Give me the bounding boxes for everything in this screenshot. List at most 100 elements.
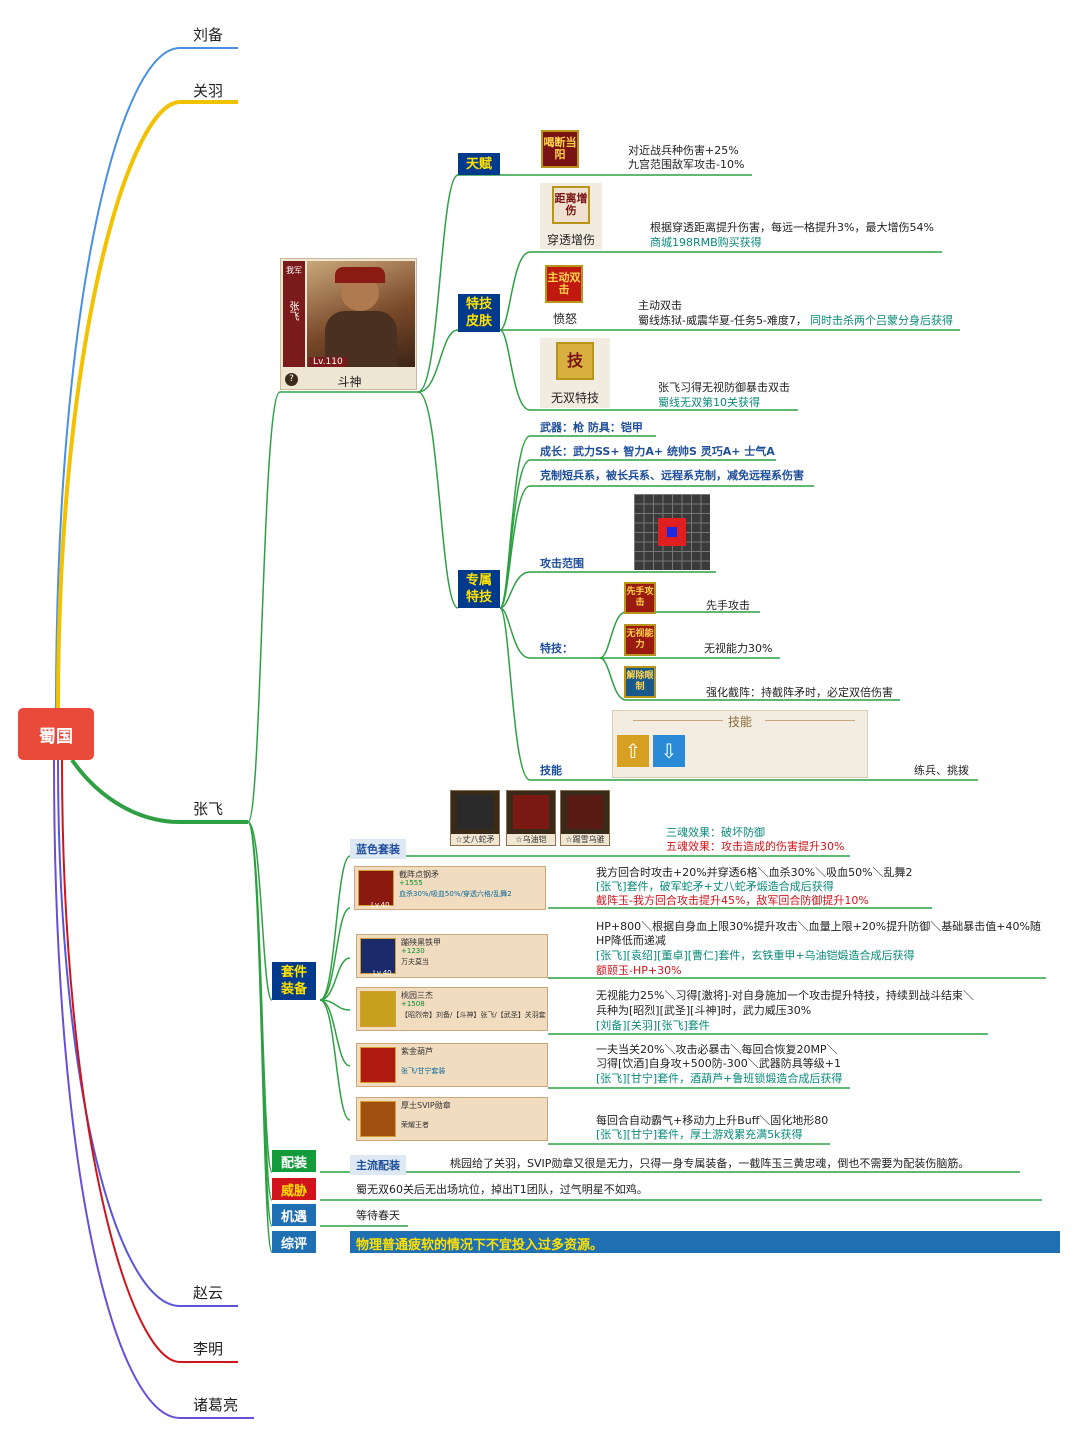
root-node[interactable]: 蜀国 xyxy=(18,708,94,760)
card2-line3: 额颐玉-HP+30% xyxy=(596,964,682,977)
equip-card-1-name: 截阵点钢矛 xyxy=(399,870,439,879)
side-label: 我军 xyxy=(286,266,302,275)
link-zhugeliang xyxy=(53,759,254,1419)
hero-headband xyxy=(335,267,385,283)
link-zhaoyun xyxy=(57,759,238,1307)
skin3-line2: 蜀线无双第10关获得 xyxy=(658,396,760,409)
threat-text: 蜀无双60关后无出场坑位，掉出T1团队，过气明星不如鸡。 xyxy=(356,1183,648,1196)
link-liming xyxy=(61,759,238,1363)
vertical-name: 张飞 xyxy=(287,301,298,321)
skin-card-2: 主动双击 愤怒 xyxy=(540,262,590,328)
card4-line2: [张飞][甘宁]套件，酒葫芦+鲁班锁煅造合成后获得 xyxy=(596,1072,843,1085)
help-icon[interactable]: ? xyxy=(285,373,298,386)
tag-config[interactable]: 配装 xyxy=(272,1150,316,1172)
exclusive-growth: 成长：武力SS+ 智力A+ 统帅S 灵巧A+ 士气A xyxy=(540,445,775,458)
equip-card-4-image xyxy=(360,1047,396,1083)
skin-unrivaled-icon: 技 xyxy=(556,342,594,380)
card3-line1b: 兵种为[昭烈][武圣][斗神]时，武力威压30% xyxy=(596,1004,812,1017)
talent-line2: 九宫范围敌军攻击-10% xyxy=(628,158,745,171)
equip-card-2-value: +1230 xyxy=(401,947,425,955)
equip-card-4-sub: 张飞/甘宁套装 xyxy=(401,1067,446,1075)
equip-card-5[interactable]: 厚土SVIP勋章 荣耀王者 xyxy=(356,1097,548,1141)
blue-item-2-name: ☆乌油铠 xyxy=(507,834,555,845)
range-center xyxy=(667,527,677,537)
special-icon-2: 无视能力 xyxy=(624,624,656,656)
chance-text: 等待春天 xyxy=(356,1209,400,1222)
range-label: 攻击范围 xyxy=(540,557,584,570)
equip-card-1-sub: 血杀30%/吸血50%/穿透六格/乱舞2 xyxy=(399,890,512,898)
tag-chance[interactable]: 机遇 xyxy=(272,1204,316,1226)
hero-zhugeliang[interactable]: 诸葛亮 xyxy=(193,1396,239,1414)
equip-card-2[interactable]: 蹦殃黑铁甲 +1230 万夫莫当 Lv.40 xyxy=(356,934,548,978)
card1-line3: 截阵玉-我方回合攻击提升45%，敌军回合防御提升10% xyxy=(596,894,869,907)
equip-card-1-level: Lv.40 xyxy=(371,901,390,909)
skill-panel-rule-left xyxy=(633,720,723,721)
special-label: 特技： xyxy=(540,642,573,655)
tag-skin[interactable]: 特技皮肤 xyxy=(458,294,500,332)
hero-zhangfei[interactable]: 张飞 xyxy=(193,800,224,818)
side-banner: 我军 张飞 xyxy=(283,261,305,367)
equip-card-2-level: Lv.40 xyxy=(373,969,392,977)
arrow-down-icon[interactable]: ⇩ xyxy=(653,735,685,767)
equip-card-3[interactable]: 桃园三杰 +1508 【昭烈帝】刘备/【斗神】张飞/【武圣】关羽套 xyxy=(356,987,548,1031)
blue-item-1-name: ☆丈八蛇矛 xyxy=(451,834,499,845)
skin-caption-2: 愤怒 xyxy=(552,312,577,326)
skill-panel-rule-right xyxy=(765,720,855,721)
blue-set-label: 蓝色套装 xyxy=(350,839,406,859)
five-soul-effect: 五魂效果：攻击造成的伤害提升30% xyxy=(666,840,845,853)
tag-exclusive[interactable]: 专属特技 xyxy=(458,570,500,608)
blue-item-2: ☆乌油铠 xyxy=(506,790,556,846)
equip-card-5-image xyxy=(360,1101,396,1137)
tag-talent[interactable]: 天赋 xyxy=(458,153,500,175)
exclusive-weapon: 武器：枪 防具：铠甲 xyxy=(540,421,643,434)
card2-line1: HP+800＼根据自身血上限30%提升攻击＼血量上限+20%提升防御＼基础暴击值… xyxy=(596,920,1041,933)
skill-text: 练兵、挑拨 xyxy=(914,764,969,777)
skin3-line1: 张飞习得无视防御暴击双击 xyxy=(658,381,790,394)
talent-line1: 对近战兵种伤害+25% xyxy=(628,144,739,157)
zhangfei-portrait: 我军 张飞 Lv.110 ? 斗神 xyxy=(280,258,417,390)
card2-line2: [张飞][袁绍][董卓][曹仁]套件，玄铁重甲+乌油铠煅造合成后获得 xyxy=(596,949,915,962)
equip-card-1[interactable]: 截阵点钢矛 +1555 血杀30%/吸血50%/穿透六格/乱舞2 Lv.40 xyxy=(354,866,546,910)
equip-card-1-image xyxy=(358,870,394,906)
skin1-line1: 根据穿透距离提升伤害，每远一格提升3%，最大增伤54% xyxy=(650,221,934,234)
skin-card-1: 距离增伤 穿透增伤 xyxy=(540,183,602,249)
card4-line1: 一夫当关20%＼攻击必暴击＼每回合恢复20MP＼ xyxy=(596,1043,838,1056)
link-zhangfei xyxy=(70,758,248,824)
special-icon-1: 先手攻击 xyxy=(624,582,656,614)
equip-card-2-name: 蹦殃黑铁甲 xyxy=(401,938,441,947)
skin-caption-1: 穿透增伤 xyxy=(546,233,595,247)
config-text: 桃园给了关羽，SVIP勋章又很是无力，只得一身专属装备，一截阵玉三黄忠魂，倒也不… xyxy=(450,1157,970,1170)
equip-card-5-sub: 荣耀王者 xyxy=(401,1121,429,1129)
blue-item-1: ☆丈八蛇矛 xyxy=(450,790,500,846)
skin-card-3: 技 无双特技 xyxy=(540,338,610,408)
card3-line1: 无视能力25%＼习得[激将]-对自身施加一个攻击提升特技，持续到战斗结束＼ xyxy=(596,989,974,1002)
tag-set-equip[interactable]: 套件装备 xyxy=(272,962,316,1000)
portrait-caption: 斗神 xyxy=(337,375,362,389)
arrow-up-icon[interactable]: ⇧ xyxy=(617,735,649,767)
card4-line1b: 习得[饮酒]自身攻+500防-300＼武器防具等级+1 xyxy=(596,1057,841,1070)
equip-card-3-sub: 【昭烈帝】刘备/【斗神】张飞/【武圣】关羽套 xyxy=(401,1011,546,1019)
special-icon-3: 解除眼制 xyxy=(624,666,656,698)
skill-label: 技能 xyxy=(540,764,562,777)
talent-icon: 喝断当阳 xyxy=(541,130,579,168)
special-text-2: 无视能力30% xyxy=(704,642,773,655)
hero-liubei[interactable]: 刘备 xyxy=(193,26,224,44)
hero-liming[interactable]: 李明 xyxy=(193,1340,224,1358)
equip-card-2-image xyxy=(360,938,396,974)
card5-line1: 每回合自动霸气+移动力上升Buff＼固化地形80 xyxy=(596,1114,829,1127)
link-liubei xyxy=(55,47,238,709)
equip-card-1-value: +1555 xyxy=(399,879,423,887)
skill-panel: 技能 ⇧ ⇩ xyxy=(612,710,868,778)
hero-guanyu[interactable]: 关羽 xyxy=(193,82,224,100)
card2-line1b: HP降低而递减 xyxy=(596,934,666,947)
card5-line2: [张飞][甘宁]套件，厚土游戏累充满5k获得 xyxy=(596,1128,803,1141)
hero-art xyxy=(307,261,415,367)
skin2-line2a: 蜀线炼狱-威震华夏-任务5-难度7， xyxy=(638,314,807,327)
equip-card-2-sub: 万夫莫当 xyxy=(401,958,429,966)
tag-threat[interactable]: 威胁 xyxy=(272,1178,316,1200)
hero-zhaoyun[interactable]: 赵云 xyxy=(193,1284,224,1302)
equip-card-4-name: 紫金葫芦 xyxy=(401,1047,433,1056)
tag-summary[interactable]: 综评 xyxy=(272,1231,316,1253)
equip-card-4[interactable]: 紫金葫芦 张飞/甘宁套装 xyxy=(356,1043,548,1087)
skin-penetrate-icon: 距离增伤 xyxy=(552,186,590,224)
